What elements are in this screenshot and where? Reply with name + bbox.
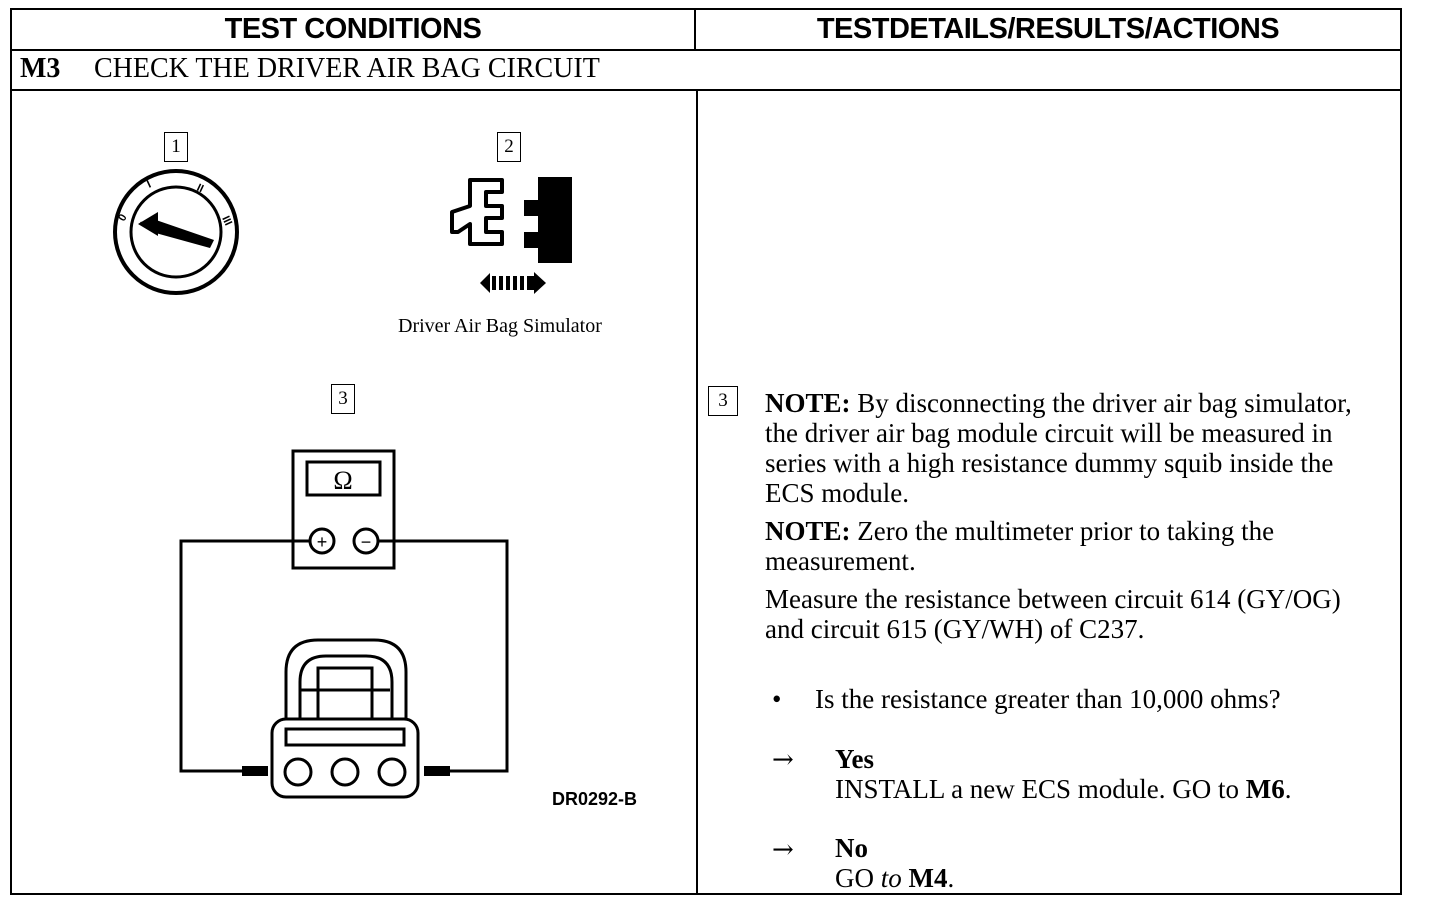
ignition-mark-0: 0 bbox=[116, 212, 129, 223]
test-conditions-figure: 0 I II III Ω + − bbox=[113, 169, 572, 799]
header-test-conditions: TEST CONDITIONS bbox=[12, 10, 696, 49]
details-notes: NOTE: By disconnecting the driver air ba… bbox=[765, 388, 1385, 652]
meter-plus-terminal: + bbox=[317, 532, 328, 552]
simulator-caption: Driver Air Bag Simulator bbox=[398, 315, 602, 337]
yes-action-end: . bbox=[1284, 774, 1292, 804]
ignition-switch-icon: 0 I II III bbox=[113, 169, 239, 295]
test-table: TEST CONDITIONS TESTDETAILS/RESULTS/ACTI… bbox=[10, 8, 1402, 895]
multimeter-icon: Ω + − bbox=[291, 449, 396, 570]
details-step-number-box: 3 bbox=[708, 386, 738, 416]
note-disconnect: NOTE: By disconnecting the driver air ba… bbox=[765, 388, 1385, 508]
question-text: Is the resistance greater than 10,000 oh… bbox=[815, 684, 1281, 714]
no-action-target: M4 bbox=[908, 863, 948, 893]
meter-minus-terminal: − bbox=[361, 532, 372, 552]
note-zero-meter: NOTE: Zero the multimeter prior to takin… bbox=[765, 516, 1385, 576]
note-text: Zero the multimeter prior to taking the … bbox=[765, 516, 1275, 576]
yes-action: INSTALL a new ECS module. GO to M6. bbox=[835, 774, 1385, 804]
table-header: TEST CONDITIONS TESTDETAILS/RESULTS/ACTI… bbox=[12, 10, 1400, 51]
step-1-number-box: 1 bbox=[164, 132, 188, 162]
measure-instruction: Measure the resistance between circuit 6… bbox=[765, 584, 1341, 644]
column-divider bbox=[696, 91, 698, 895]
no-action-go: GO bbox=[835, 863, 881, 893]
note-label: NOTE: bbox=[765, 516, 851, 546]
yes-action-target: M6 bbox=[1245, 774, 1285, 804]
note-text: By disconnecting the driver air bag simu… bbox=[765, 388, 1352, 508]
no-action: GO to M4. bbox=[835, 863, 1385, 893]
step-3-number-box: 3 bbox=[331, 384, 355, 414]
yes-action-text: INSTALL a new ECS module. GO to bbox=[835, 774, 1246, 804]
ignition-mark-1: I bbox=[145, 179, 153, 191]
ignition-mark-2: II bbox=[195, 182, 206, 195]
question-bullet: • bbox=[772, 684, 782, 714]
airbag-connector-icon bbox=[270, 638, 420, 799]
no-arrow-icon: → bbox=[772, 835, 794, 865]
note-label: NOTE: bbox=[765, 388, 851, 418]
step-2-number-box: 2 bbox=[497, 132, 521, 162]
no-action-end: . bbox=[947, 863, 955, 893]
step-title: CHECK THE DRIVER AIR BAG CIRCUIT bbox=[94, 53, 600, 84]
no-action-to: to bbox=[880, 863, 909, 893]
step-row: M3 CHECK THE DRIVER AIR BAG CIRCUIT bbox=[12, 49, 1400, 91]
yes-arrow-icon: → bbox=[772, 745, 794, 775]
simulator-connector-icon bbox=[450, 177, 572, 294]
step-id: M3 bbox=[20, 53, 61, 84]
no-label: No bbox=[835, 833, 868, 863]
test-leads bbox=[179, 539, 509, 773]
yes-label: Yes bbox=[835, 744, 874, 774]
figure-code: DR0292-B bbox=[552, 789, 638, 809]
header-test-details: TESTDETAILS/RESULTS/ACTIONS bbox=[816, 13, 1280, 45]
meter-symbol: Ω bbox=[333, 466, 352, 495]
